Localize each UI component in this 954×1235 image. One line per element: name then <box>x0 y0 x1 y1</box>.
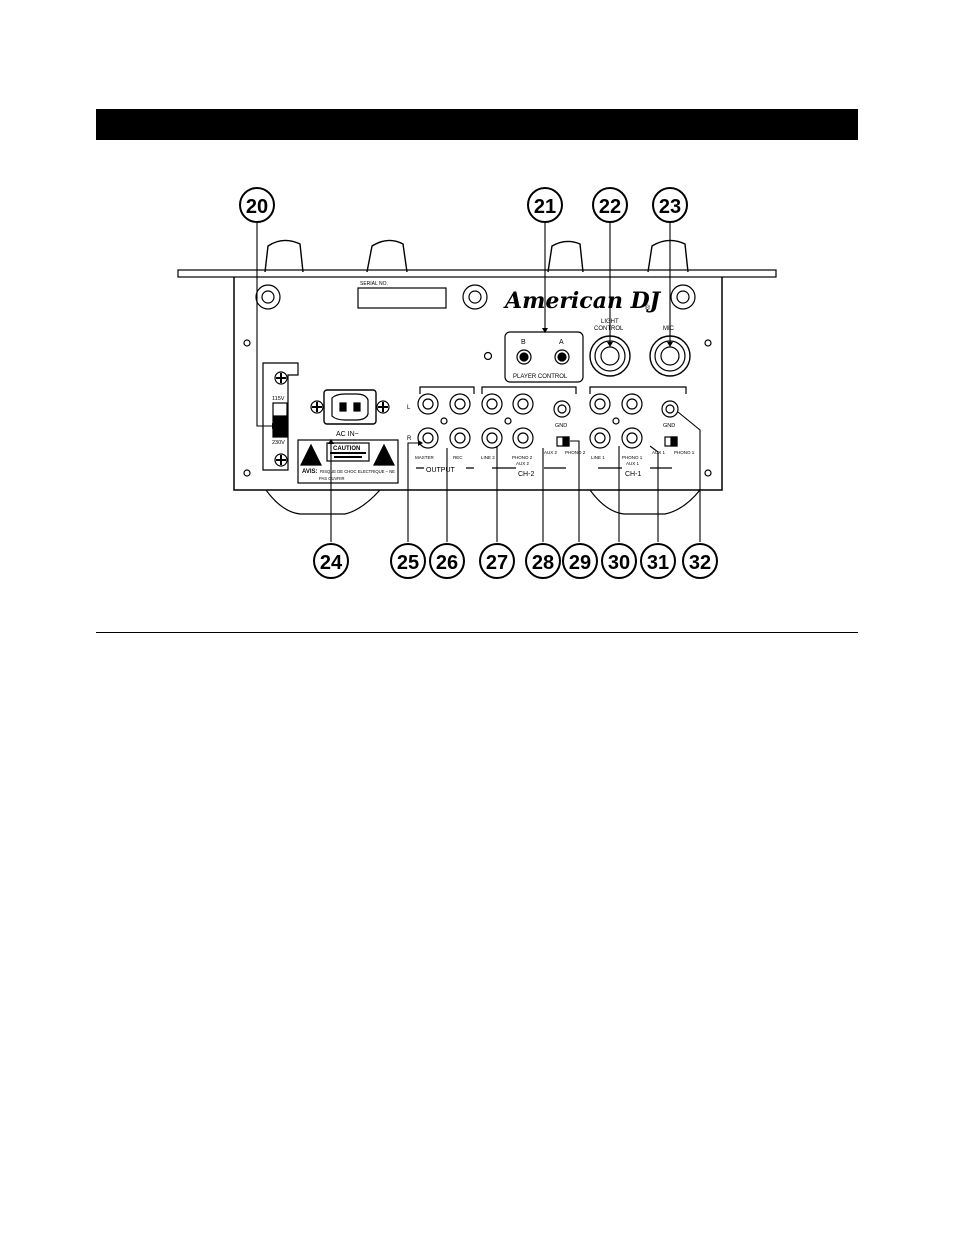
player-control-a-label: A <box>559 339 564 346</box>
output-l-label: L <box>407 405 411 411</box>
avis-label: AVIS: <box>302 469 318 475</box>
callout-27-number: 27 <box>486 552 508 574</box>
serial-box <box>358 288 446 308</box>
player-control-b-label: B <box>521 339 526 346</box>
ch2-line-label: LINE 2 <box>481 455 495 460</box>
callout-26: 26 <box>430 544 464 578</box>
callout-32: 32 <box>683 544 717 578</box>
ch2-phono-label: PHONO 2 <box>512 455 533 460</box>
ch2-aux-switch-label: AUX 2 <box>544 450 558 455</box>
output-master-label: MASTER <box>415 455 435 460</box>
ch2-title: CH-2 <box>518 471 534 478</box>
top-knobs <box>265 240 688 272</box>
player-control-group: B A PLAYER CONTROL <box>505 332 583 382</box>
callout-31: 31 <box>641 544 675 578</box>
ch1-aux-switch-label: AUX 1 <box>652 450 666 455</box>
voltage-230-label: 230V <box>272 440 285 446</box>
ch1-title: CH-1 <box>625 471 641 478</box>
brand-logo: American DJ <box>503 288 662 314</box>
callout-30-number: 30 <box>608 552 630 574</box>
callout-21-number: 21 <box>534 196 556 218</box>
callout-32-number: 32 <box>689 552 711 574</box>
ch1-phono-label: PHONO 1 <box>622 455 643 460</box>
callout-23-number: 23 <box>659 196 681 218</box>
callout-25-number: 25 <box>397 552 419 574</box>
caution-label: CAUTION AVIS: RISQUE DE CHOC ELECTRIQUE … <box>298 440 398 483</box>
avis-text-2: PAS OUVRIR <box>319 476 345 481</box>
foot-left <box>266 490 380 514</box>
foot-right <box>590 490 700 514</box>
ch2-gnd-label: GND <box>555 423 567 429</box>
callout-24: 24 <box>314 544 348 578</box>
voltage-selector: 115V 230V <box>263 363 298 470</box>
mic-label: MIC <box>663 326 675 332</box>
ch1-phono-switch-label: PHONO 1 <box>674 450 695 455</box>
callouts: 20 21 22 23 24 25 26 27 28 29 30 31 32 <box>240 188 717 578</box>
registered-mark: ® <box>645 304 651 312</box>
callout-23: 23 <box>653 188 687 222</box>
callout-28: 28 <box>526 544 560 578</box>
output-group: L R MASTER REC OUTPUT <box>407 387 474 474</box>
serial-label: SERIAL NO. <box>360 281 388 287</box>
output-title: OUTPUT <box>426 467 456 474</box>
callout-29: 29 <box>563 544 597 578</box>
ch2-phono-switch-label: PHONO 2 <box>565 450 586 455</box>
callout-29-number: 29 <box>569 552 591 574</box>
callout-20: 20 <box>240 188 274 222</box>
callout-30: 30 <box>602 544 636 578</box>
ch1-gnd-label: GND <box>663 423 675 429</box>
ch1-aux-label: AUX 1 <box>626 461 640 466</box>
faceplate-lip <box>178 270 776 277</box>
callout-27: 27 <box>480 544 514 578</box>
callout-21: 21 <box>528 188 562 222</box>
ch2-aux-label: AUX 2 <box>516 461 530 466</box>
callout-22-number: 22 <box>599 196 621 218</box>
callout-31-number: 31 <box>647 552 669 574</box>
callout-20-number: 20 <box>246 196 268 218</box>
output-rec-label: REC <box>453 455 463 460</box>
leader-lines <box>257 223 700 542</box>
callout-22: 22 <box>593 188 627 222</box>
callout-26-number: 26 <box>436 552 458 574</box>
ch1-group: GND LINE 1 PHONO 1 AUX 1 AUX 1 PHONO 1 C… <box>590 387 695 478</box>
caution-text: CAUTION <box>333 446 360 452</box>
ch1-line-label: LINE 1 <box>591 455 605 460</box>
output-r-label: R <box>407 436 412 442</box>
callout-24-number: 24 <box>320 552 343 574</box>
player-control-title: PLAYER CONTROL <box>513 374 568 380</box>
light-control-label-2: CONTROL <box>594 326 624 332</box>
ac-in-label: AC IN~ <box>336 431 359 438</box>
callout-28-number: 28 <box>532 552 554 574</box>
voltage-115-label: 115V <box>272 396 285 402</box>
ac-inlet: AC IN~ <box>311 390 389 438</box>
callout-25: 25 <box>391 544 425 578</box>
